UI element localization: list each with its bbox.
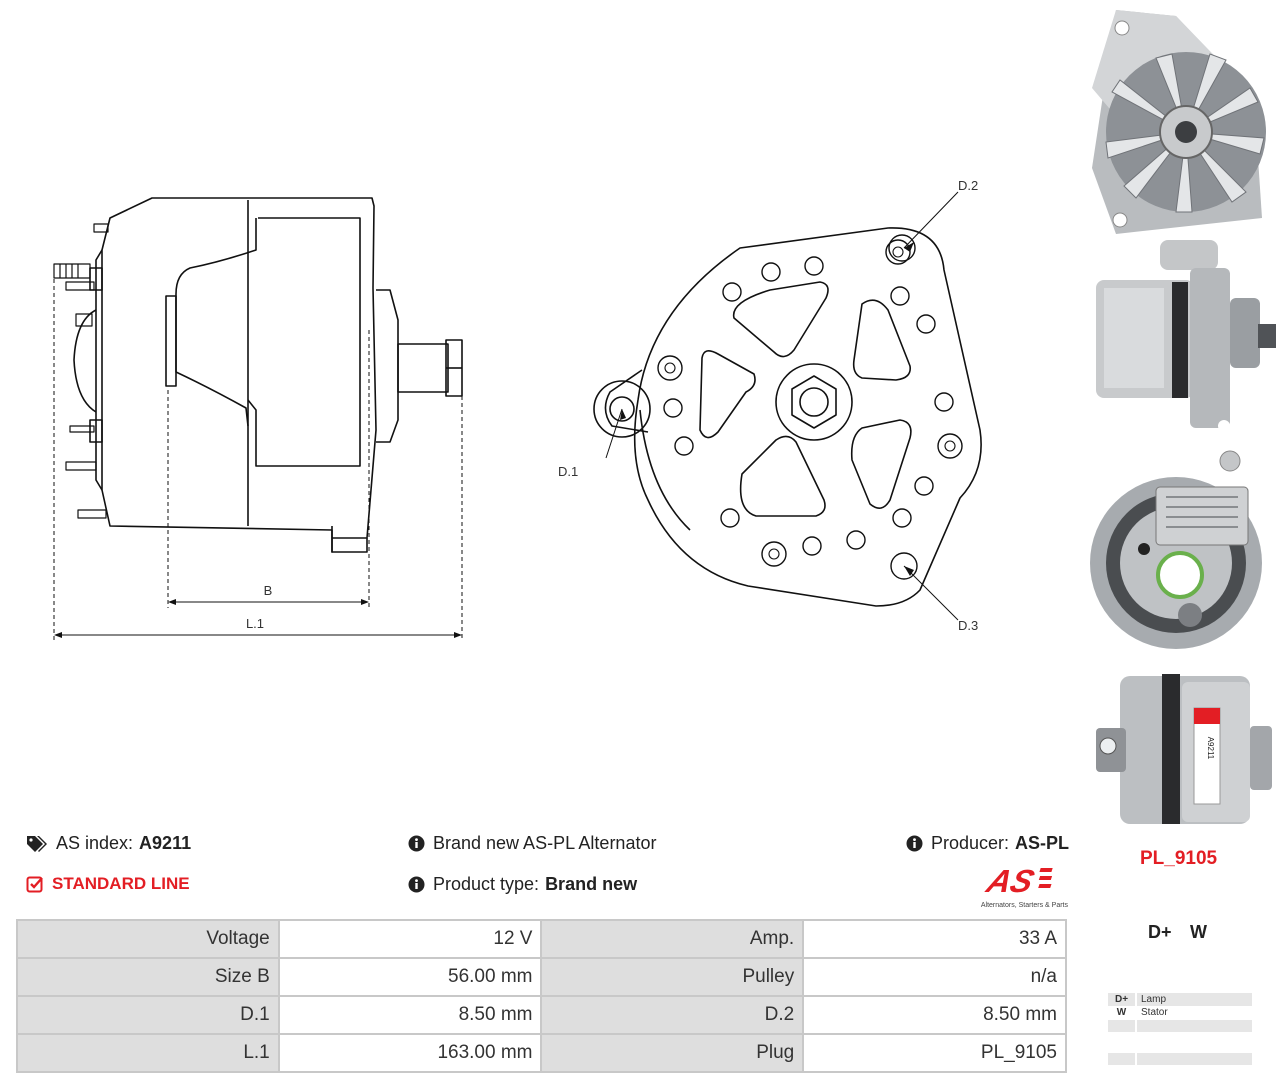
connector-desc: Stator [1136, 1006, 1252, 1020]
spec-label: Plug [540, 1033, 805, 1073]
product-type-value: Brand new [545, 874, 638, 894]
info-circle-icon [906, 835, 923, 852]
spec-label: D.1 [16, 995, 280, 1035]
producer-label: Producer: [931, 833, 1010, 853]
spec-value: 56.00 mm [277, 957, 543, 997]
dim-d3-label: D.3 [958, 618, 978, 633]
connector-code [1108, 1019, 1137, 1033]
side-photo[interactable] [1086, 238, 1278, 438]
rear-photo[interactable] [1086, 445, 1278, 660]
table-row: D.1 8.50 mm D.2 8.50 mm [16, 995, 1067, 1035]
standard-line-badge: STANDARD LINE [26, 874, 190, 894]
as-pl-logo: AS Alternators, Starters & Parts [966, 863, 1068, 909]
connector-legend-table: D+ Lamp W Stator [1108, 993, 1252, 1066]
product-type-label: Product type: [433, 874, 540, 894]
as-index-value: A9211 [139, 833, 192, 853]
front-view-drawing: D.1 D.2 D.3 [558, 178, 982, 633]
spec-label: D.2 [540, 995, 805, 1035]
table-row: L.1 163.00 mm Plug PL_9105 [16, 1033, 1067, 1073]
side-view-drawing: B L.1 [53, 197, 463, 640]
connector-desc [1136, 1052, 1252, 1066]
spec-label: Amp. [540, 919, 805, 959]
as-logo-text: AS [982, 864, 1039, 896]
dim-l1-label: L.1 [246, 616, 264, 631]
spec-value: 33 A [802, 919, 1067, 959]
dim-b-label: B [264, 583, 273, 598]
connector-desc: Lamp [1136, 993, 1252, 1007]
spec-value: n/a [802, 957, 1067, 997]
connector-desc [1136, 1019, 1252, 1033]
standard-line-label: STANDARD LINE [52, 874, 190, 893]
as-logo-mark: AS [982, 863, 1053, 899]
connector-spacer [1136, 1032, 1252, 1053]
connector-header-dplus: D+ [1148, 922, 1172, 942]
table-row: W Stator [1108, 1006, 1252, 1020]
spec-value: 8.50 mm [802, 995, 1067, 1035]
spec-value: PL_9105 [802, 1033, 1067, 1073]
checked-box-icon [26, 876, 43, 893]
dim-d2-label: D.2 [958, 178, 978, 193]
product-type-line: Product type: Brand new [408, 874, 637, 895]
spec-label: Size B [16, 957, 280, 997]
connector-code: W [1108, 1006, 1137, 1020]
spec-label: Pulley [540, 957, 805, 997]
connector-spacer [1108, 1032, 1136, 1053]
info-circle-icon [408, 835, 425, 852]
dim-d1-label: D.1 [558, 464, 578, 479]
connector-header-w: W [1190, 922, 1207, 942]
table-row [1108, 1052, 1252, 1066]
table-row [1108, 1032, 1252, 1053]
spec-label: Voltage [16, 919, 280, 959]
spec-value: 163.00 mm [277, 1033, 543, 1073]
producer-line: Producer: AS-PL [906, 833, 1069, 854]
brand-text: Brand new AS-PL Alternator [433, 833, 657, 853]
spec-label: L.1 [16, 1033, 280, 1073]
plug-code: PL_9105 [1140, 848, 1218, 869]
spec-table: Voltage 12 V Amp. 33 A Size B 56.00 mm P… [16, 919, 1067, 1073]
table-row: Voltage 12 V Amp. 33 A [16, 919, 1067, 959]
brand-line: Brand new AS-PL Alternator [408, 833, 656, 854]
front-pulley-photo[interactable] [1086, 8, 1278, 238]
producer-value: AS-PL [1015, 833, 1070, 853]
connector-code: D+ [1108, 993, 1137, 1007]
table-row: D+ Lamp [1108, 993, 1252, 1007]
as-index-label: AS index: [56, 833, 134, 853]
label-photo-text: A9211 [1206, 737, 1215, 760]
table-row: Size B 56.00 mm Pulley n/a [16, 957, 1067, 997]
spec-value: 8.50 mm [277, 995, 543, 1035]
table-row [1108, 1019, 1252, 1033]
spec-value: 12 V [277, 919, 543, 959]
label-photo[interactable]: A9211 [1086, 668, 1278, 828]
info-circle-icon [408, 876, 425, 893]
tags-icon [27, 835, 47, 852]
connector-code [1108, 1052, 1137, 1066]
logo-tagline: Alternators, Starters & Parts [980, 902, 1068, 909]
as-index-line: AS index: A9211 [26, 833, 191, 854]
